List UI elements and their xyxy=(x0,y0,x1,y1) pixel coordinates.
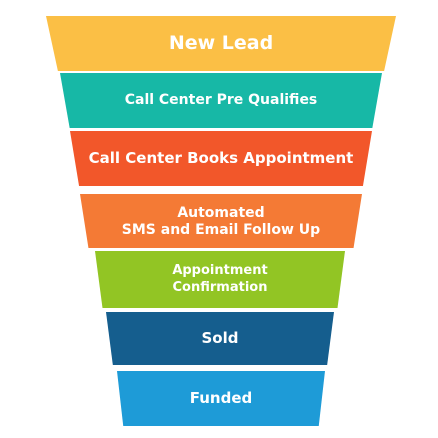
stage-label: Sold xyxy=(201,329,239,348)
stage-label: Funded xyxy=(189,389,253,408)
stage-label-line-2: Confirmation xyxy=(172,279,268,295)
funnel-stage-pre-qualifies: Call Center Pre Qualifies xyxy=(60,73,382,128)
funnel-stage-new-lead: New Lead xyxy=(46,16,396,71)
stage-label: New Lead xyxy=(168,31,274,54)
stage-label: Call Center Books Appointment xyxy=(88,149,354,168)
funnel-stage-sold: Sold xyxy=(106,312,334,365)
funnel-stage-automated-follow-up: Automated SMS and Email Follow Up xyxy=(80,194,362,248)
stage-label-line-1: Automated xyxy=(177,204,265,221)
stage-label: Call Center Pre Qualifies xyxy=(124,91,318,108)
funnel-stage-books-appointment: Call Center Books Appointment xyxy=(70,131,372,186)
funnel-stage-funded: Funded xyxy=(117,371,325,426)
funnel-stage-appointment-confirmation: Appointment Confirmation xyxy=(95,251,345,308)
stage-label-line-2: SMS and Email Follow Up xyxy=(121,222,321,238)
stage-label-line-1: Appointment xyxy=(172,263,268,279)
